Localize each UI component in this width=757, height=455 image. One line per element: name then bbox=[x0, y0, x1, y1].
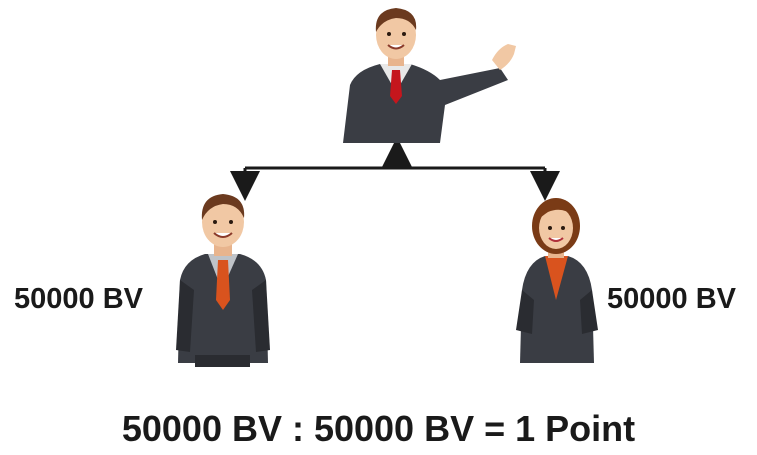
point-formula: 50000 BV : 50000 BV = 1 Point bbox=[121, 408, 636, 449]
right-bv-label: 50000 BV bbox=[607, 283, 736, 315]
connector-lines bbox=[230, 137, 560, 201]
left-bv-label: 50000 BV bbox=[14, 283, 143, 315]
downline-woman-icon bbox=[516, 198, 598, 363]
downline-man-icon bbox=[176, 194, 270, 367]
upline-manager-icon bbox=[343, 8, 516, 143]
